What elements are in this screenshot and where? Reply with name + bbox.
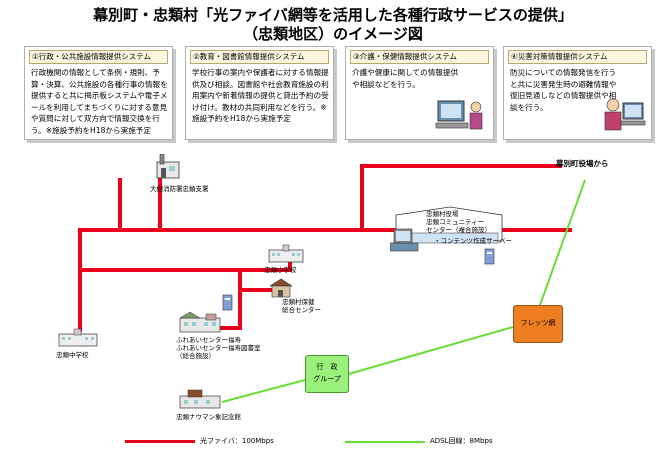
adsl-link-town <box>539 179 586 306</box>
disaster-computer-icon <box>604 98 646 131</box>
health-center-building-icon <box>268 278 294 298</box>
legend-fiber-label: 光ファイバ：100Mbps <box>200 437 274 445</box>
legend-fiber-line <box>125 440 195 443</box>
diagram-title-line2: （忠類地区）のイメージ図 <box>243 25 423 43</box>
server-icon <box>484 248 495 265</box>
service-box-disaster: ④災害対策情報提供システム 防災についての情報発信を行うと共に災害発生時の避難情… <box>503 46 652 140</box>
admin-group-label-1: 行 政 <box>316 363 338 371</box>
community-center-label-1: 忠類村役場 <box>426 210 459 218</box>
fureai-center-building-icon <box>179 311 221 333</box>
diagram-title-line1: 幕別町・忠類村「光ファイバ網等を活用した各種行政サービスの提供」 <box>93 6 573 24</box>
service-title-administration: ①行政・公共施設情報提供システム <box>29 50 168 64</box>
service-text-disaster: 防災についての情報発信を行うと共に災害発生時の避難情報や復旧見通しなどの情報提供… <box>510 68 617 112</box>
legend-adsl-label: ADSL回線：8Mbps <box>430 437 493 445</box>
fire-station-label: 大樹消防署忠類支署 <box>150 185 209 193</box>
service-text-education: 学校行事の案内や保護者に対する情報提供及び相談。図書館や社会教育施設の利用案内や… <box>192 68 329 123</box>
service-box-administration: ①行政・公共施設情報提供システム 行政機関の情報として条例・規則、予算・決算、公… <box>24 46 173 140</box>
flets-network-label: フレッツ網 <box>520 319 556 327</box>
service-text-care: 介護や健康に関しての情報提供や相談などを行う。 <box>352 68 459 89</box>
naumann-museum-building-icon <box>179 389 221 409</box>
service-box-education: ②教育・図書館情報提供システム 学校行事の案内や保護者に対する情報提供及び相談。… <box>185 46 334 140</box>
junior-high-building-icon <box>58 328 98 347</box>
community-center-label-3: センター（複合施設） <box>426 226 491 234</box>
care-computer-icon <box>435 100 483 130</box>
fureai-center-label-3: （総合施設） <box>176 352 215 360</box>
community-center-label-2: 忠類コミュニティー <box>426 218 485 226</box>
health-server-icon <box>222 294 233 311</box>
town-hall-label: 幕別町役場から <box>556 159 609 168</box>
naumann-museum-label: 忠類ナウマン象記念館 <box>176 413 241 421</box>
service-text-administration: 行政機関の情報として条例・規則、予算・決算、公共施設の各種行事の情報を提供すると… <box>31 68 168 135</box>
content-server-label: ・コンテンツ作成サーバー <box>434 237 512 245</box>
legend-adsl-line <box>345 441 425 443</box>
service-title-disaster: ④災害対策情報提供システム <box>508 50 647 64</box>
health-center-label-2: 総合センター <box>282 306 321 314</box>
elementary-school-label: 忠類小学校 <box>264 266 297 274</box>
fureai-center-label-1: ふれあいセンター福寿 <box>176 336 241 344</box>
adsl-link-naumann <box>221 379 306 403</box>
service-box-care: ③介護・保健情報提供システム 介護や健康に関しての情報提供や相談などを行う。 <box>345 46 494 140</box>
elementary-school-building-icon <box>268 244 304 263</box>
admin-group-label-2: グループ <box>313 375 341 383</box>
service-title-education: ②教育・図書館情報提供システム <box>190 50 329 64</box>
health-center-label-1: 忠類村保健 <box>282 298 315 306</box>
service-title-care: ③介護・保健情報提供システム <box>350 50 489 64</box>
adsl-link-admin <box>344 324 521 376</box>
fire-station-building-icon <box>156 154 180 179</box>
community-center-building-icon <box>390 206 503 252</box>
flets-network-node: フレッツ網 <box>513 305 563 343</box>
admin-group-node: 行 政 グループ <box>305 355 349 393</box>
fureai-center-label-2: ふれあいセンター福寿図書室 <box>176 344 261 352</box>
junior-high-label: 忠類中学校 <box>56 351 89 359</box>
